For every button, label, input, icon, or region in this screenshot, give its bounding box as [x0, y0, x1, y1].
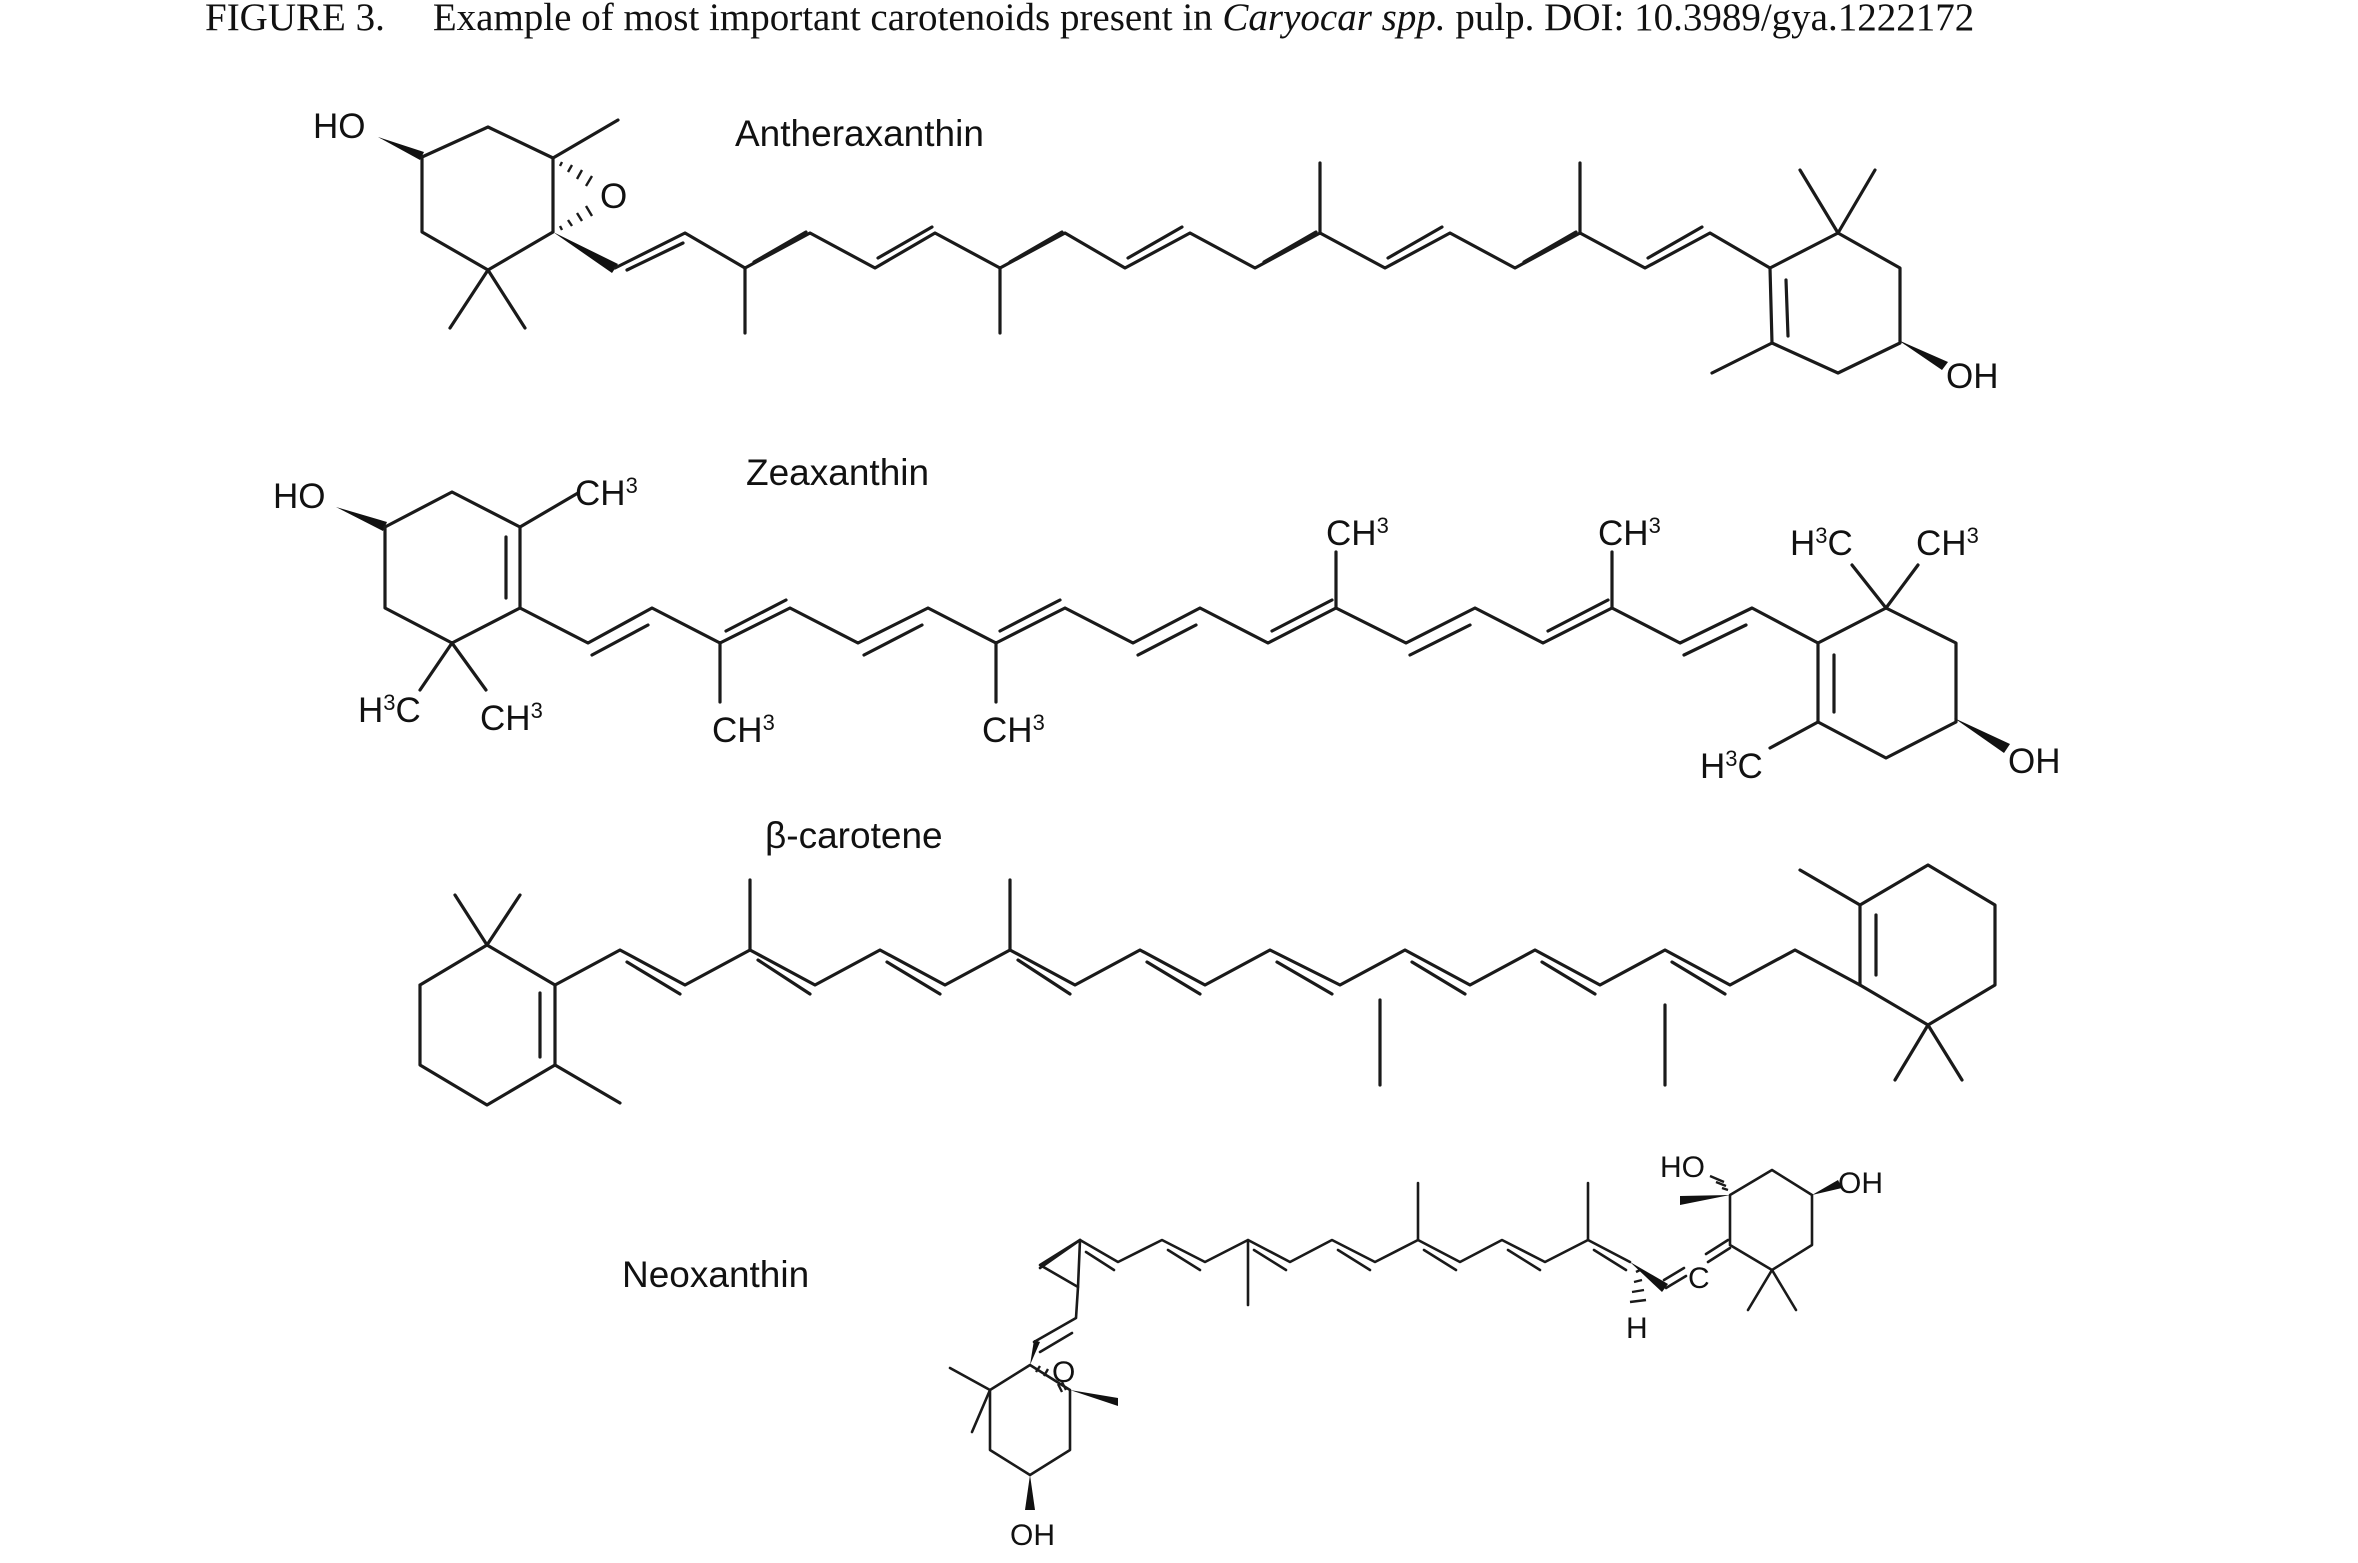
- zeaxanthin-ch3-label-1: CH3: [575, 473, 638, 513]
- zeaxanthin-oh-label: OH: [2008, 742, 2061, 781]
- zeaxanthin-polyene-chain: [518, 606, 1820, 645]
- neoxanthin-polyene-chain: [1076, 1238, 1632, 1289]
- beta-carotene-polyene-chain: [553, 948, 1862, 987]
- neoxanthin-allene-bond-3: [1706, 1246, 1732, 1264]
- antheraxanthin-structure: Antheraxanthin HO O: [313, 107, 1999, 396]
- antheraxanthin-chain-wedge: [553, 232, 618, 273]
- neoxanthin-double-bonds: [1084, 1248, 1628, 1272]
- neoxanthin-epoxide-hash: [1035, 1365, 1068, 1393]
- neoxanthin-gem-methyl-3: [1746, 1268, 1774, 1312]
- neoxanthin-structure: Neoxanthin O OH: [622, 1151, 1883, 1552]
- caption-doi: pulp. DOI: 10.3989/gya.1222172: [1446, 0, 1975, 39]
- zeaxanthin-h3c-bond-2: [1850, 563, 1888, 610]
- beta-carotene-left-ring: [418, 943, 557, 1107]
- antheraxanthin-gem-methyl-4: [1836, 168, 1877, 235]
- zeaxanthin-ho-label: HO: [273, 477, 326, 516]
- neoxanthin-h-label: H: [1626, 1312, 1648, 1345]
- antheraxanthin-epoxide-hash-2: [558, 205, 594, 231]
- neoxanthin-methyl-0: [1038, 1238, 1082, 1270]
- zeaxanthin-left-ring: [383, 490, 522, 645]
- neoxanthin-epoxy-methyl-wedge: [1070, 1390, 1118, 1406]
- antheraxanthin-double-bonds: [625, 225, 1704, 272]
- neoxanthin-oh-wedge-bottom: [1025, 1475, 1035, 1510]
- neoxanthin-gem-methyl-1: [948, 1366, 992, 1392]
- zeaxanthin-ch3-bond-7: [1884, 563, 1920, 610]
- beta-carotene-gem-methyl-4: [1926, 1023, 1964, 1082]
- zeaxanthin-h3c-bond-3: [1768, 720, 1820, 750]
- neoxanthin-right-ring: [1728, 1168, 1814, 1272]
- neoxanthin-h-hash: [1629, 1268, 1647, 1304]
- antheraxanthin-right-ring: [1768, 231, 1902, 375]
- antheraxanthin-ho-wedge: [378, 137, 424, 160]
- antheraxanthin-ho-label: HO: [313, 107, 366, 146]
- neoxanthin-oh-top-label: OH: [1838, 1167, 1883, 1200]
- antheraxanthin-left-ring: [420, 125, 555, 272]
- beta-carotene-gem-methyl-2: [485, 893, 522, 947]
- zeaxanthin-h3c-label-2: H3C: [1790, 523, 1853, 563]
- zeaxanthin-name: Zeaxanthin: [746, 452, 929, 493]
- caption-genus: Caryocar spp.: [1222, 0, 1445, 39]
- zeaxanthin-double-bonds: [590, 598, 1748, 657]
- neoxanthin-allene-bond-2: [1662, 1266, 1686, 1282]
- caption-label: FIGURE 3.: [205, 0, 385, 39]
- antheraxanthin-oh-wedge: [1898, 340, 1948, 370]
- zeaxanthin-structure: Zeaxanthin HO CH3 H3C CH3 CH3 CH3: [273, 452, 2061, 786]
- neoxanthin-ring-methyl-wedge: [1680, 1195, 1730, 1205]
- zeaxanthin-ch3-label-7: CH3: [1916, 523, 1979, 563]
- zeaxanthin-right-ring: [1816, 606, 1958, 760]
- neoxanthin-allene-bond-1: [1664, 1274, 1688, 1290]
- zeaxanthin-ch3-label-2: CH3: [480, 698, 543, 738]
- neoxanthin-ho-label: HO: [1660, 1151, 1705, 1184]
- neoxanthin-name: Neoxanthin: [622, 1254, 809, 1295]
- zeaxanthin-oh-wedge: [1954, 718, 2010, 753]
- antheraxanthin-ring-methyl: [1710, 341, 1774, 375]
- antheraxanthin-gem-methyl-2: [486, 268, 527, 330]
- zeaxanthin-ch3-label-4: CH3: [982, 710, 1045, 750]
- neoxanthin-allene-c: C: [1688, 1262, 1710, 1295]
- neoxanthin-oh-wedge-top: [1812, 1180, 1842, 1195]
- neoxanthin-gem-methyl-2: [970, 1388, 992, 1434]
- neoxanthin-gem-methyl-4: [1770, 1268, 1798, 1312]
- beta-carotene-ring-methyl-2: [1798, 868, 1862, 907]
- beta-carotene-structure: β-carotene: [418, 815, 1997, 1107]
- zeaxanthin-ch3-bond-2: [450, 641, 488, 692]
- zeaxanthin-ch3-label-5: CH3: [1326, 513, 1389, 553]
- neoxanthin-epoxide-o: O: [1052, 1356, 1075, 1389]
- antheraxanthin-gem-methyl-3: [1798, 168, 1840, 235]
- neoxanthin-ho-hash: [1709, 1174, 1729, 1192]
- neoxanthin-oh-bottom-label: OH: [1010, 1519, 1055, 1552]
- zeaxanthin-ho-wedge: [336, 507, 387, 531]
- antheraxanthin-methyl-bond: [551, 118, 620, 160]
- zeaxanthin-ch3-label-3: CH3: [712, 710, 775, 750]
- antheraxanthin-epoxide-hash-1: [558, 161, 594, 187]
- zeaxanthin-h3c-bond-1: [418, 641, 454, 692]
- neoxanthin-chain-wedge: [1030, 1340, 1040, 1365]
- antheraxanthin-name: Antheraxanthin: [735, 113, 984, 154]
- beta-carotene-ring-methyl-1: [553, 1063, 622, 1105]
- antheraxanthin-ring-double-bond: [1784, 278, 1790, 338]
- zeaxanthin-ch3-label-6: CH3: [1598, 513, 1661, 553]
- beta-carotene-right-ring: [1858, 863, 1997, 1027]
- zeaxanthin-h3c-label-3: H3C: [1700, 746, 1763, 786]
- antheraxanthin-polyene-chain: [613, 231, 1772, 270]
- neoxanthin-allene-bond-4: [1704, 1238, 1730, 1256]
- beta-carotene-name: β-carotene: [765, 815, 943, 856]
- zeaxanthin-h3c-label-1: H3C: [358, 690, 421, 730]
- caption-text: Example of most important carotenoids pr…: [433, 0, 1223, 39]
- zeaxanthin-ch3-bond-1: [518, 491, 580, 529]
- neoxanthin-chain-double-1: [1038, 1331, 1074, 1354]
- figure-caption: FIGURE 3. Example of most important carot…: [205, 0, 1974, 39]
- beta-carotene-gem-methyl-1: [453, 893, 489, 947]
- antheraxanthin-gem-methyl-1: [448, 268, 490, 330]
- antheraxanthin-epoxide-o: O: [600, 177, 627, 216]
- antheraxanthin-oh-label: OH: [1946, 357, 1999, 396]
- beta-carotene-double-bonds: [625, 958, 1727, 996]
- neoxanthin-allene-wedge: [1630, 1262, 1668, 1292]
- beta-carotene-gem-methyl-3: [1893, 1023, 1930, 1082]
